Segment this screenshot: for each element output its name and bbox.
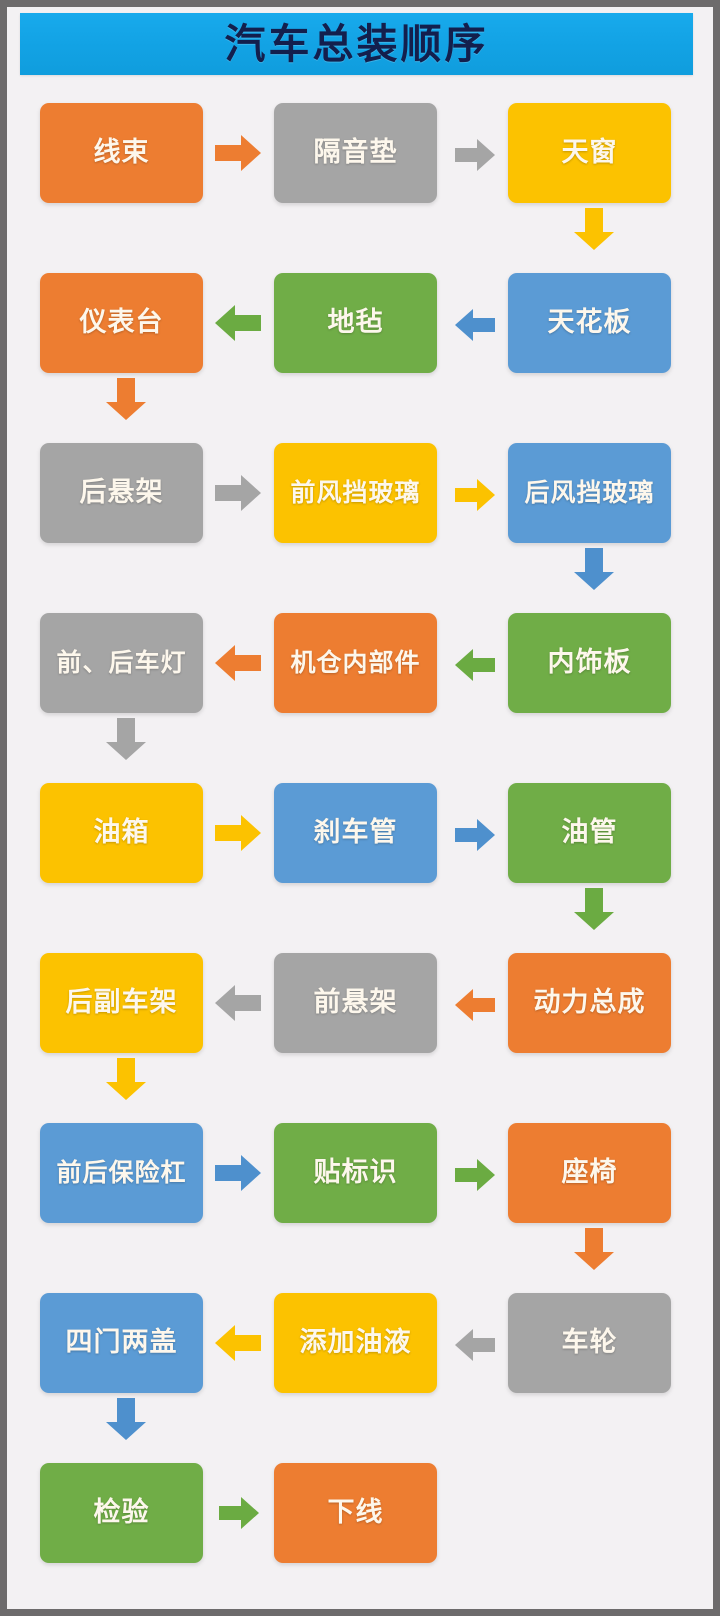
node-qianxuanjia[interactable]: 前悬架 [274, 953, 437, 1053]
flow-diagram: 线束 隔音垫 天窗 仪表台 地毡 天花板 [7, 83, 713, 1609]
arrow-left-blue [453, 307, 497, 343]
node-qianhoucheding[interactable]: 前、后车灯 [40, 613, 203, 713]
arrow-left-orange [213, 643, 263, 683]
arrow-left-orange [453, 987, 497, 1023]
node-xianshu[interactable]: 线束 [40, 103, 203, 203]
node-tiebiaoshi[interactable]: 贴标识 [274, 1123, 437, 1223]
flow-row-9: 检验 下线 [7, 1443, 713, 1609]
node-xiaxian[interactable]: 下线 [274, 1463, 437, 1563]
node-tianhuaban[interactable]: 天花板 [508, 273, 671, 373]
arrow-left-yellow [213, 1323, 263, 1363]
arrow-right-gray [213, 473, 263, 513]
node-neishiban[interactable]: 内饰板 [508, 613, 671, 713]
flow-row-4: 前、后车灯 机仓内部件 内饰板 [7, 593, 713, 763]
node-shachecuan[interactable]: 刹车管 [274, 783, 437, 883]
flow-row-6: 后副车架 前悬架 动力总成 [7, 933, 713, 1103]
node-qianhoubaoxiangang[interactable]: 前后保险杠 [40, 1123, 203, 1223]
node-jianyan[interactable]: 检验 [40, 1463, 203, 1563]
arrow-left-green [453, 647, 497, 683]
node-houfengdangboli[interactable]: 后风挡玻璃 [508, 443, 671, 543]
node-jicangneibujian[interactable]: 机仓内部件 [274, 613, 437, 713]
arrow-right-gray [453, 137, 497, 173]
arrow-right-yellow [213, 813, 263, 853]
node-zuoyi[interactable]: 座椅 [508, 1123, 671, 1223]
node-houxuanjia[interactable]: 后悬架 [40, 443, 203, 543]
flow-row-5: 油箱 刹车管 油管 [7, 763, 713, 933]
arrow-down-yellow [572, 206, 616, 252]
flow-row-7: 前后保险杠 贴标识 座椅 [7, 1103, 713, 1273]
arrow-right-blue [213, 1153, 263, 1193]
flow-row-2: 仪表台 地毡 天花板 [7, 253, 713, 423]
arrow-down-gray [104, 716, 148, 762]
node-houfuchejia[interactable]: 后副车架 [40, 953, 203, 1053]
node-yibiaotai[interactable]: 仪表台 [40, 273, 203, 373]
title-banner: 汽车总装顺序 [20, 13, 693, 75]
node-youxiang[interactable]: 油箱 [40, 783, 203, 883]
arrow-down-orange [104, 376, 148, 422]
arrow-right-green [217, 1495, 261, 1531]
arrow-down-yellow [104, 1056, 148, 1102]
node-chelun[interactable]: 车轮 [508, 1293, 671, 1393]
node-geyindian[interactable]: 隔音垫 [274, 103, 437, 203]
node-qianfengdangboli[interactable]: 前风挡玻璃 [274, 443, 437, 543]
page-title: 汽车总装顺序 [224, 19, 489, 68]
arrow-right-yellow [453, 477, 497, 513]
flow-row-1: 线束 隔音垫 天窗 [7, 83, 713, 253]
node-simenlianggai[interactable]: 四门两盖 [40, 1293, 203, 1393]
arrow-right-blue [453, 817, 497, 853]
arrow-down-blue [572, 546, 616, 592]
arrow-right-orange [213, 133, 263, 173]
flow-row-8: 四门两盖 添加油液 车轮 [7, 1273, 713, 1443]
node-ditan[interactable]: 地毡 [274, 273, 437, 373]
flow-row-3: 后悬架 前风挡玻璃 后风挡玻璃 [7, 423, 713, 593]
arrow-down-orange [572, 1226, 616, 1272]
arrow-left-green [213, 303, 263, 343]
arrow-down-blue [104, 1396, 148, 1442]
arrow-right-green [453, 1157, 497, 1193]
node-donglizongcheng[interactable]: 动力总成 [508, 953, 671, 1053]
node-tianchuang[interactable]: 天窗 [508, 103, 671, 203]
arrow-down-green [572, 886, 616, 932]
node-youguan[interactable]: 油管 [508, 783, 671, 883]
arrow-left-gray [213, 983, 263, 1023]
node-tianjiayouye[interactable]: 添加油液 [274, 1293, 437, 1393]
arrow-left-gray [453, 1327, 497, 1363]
